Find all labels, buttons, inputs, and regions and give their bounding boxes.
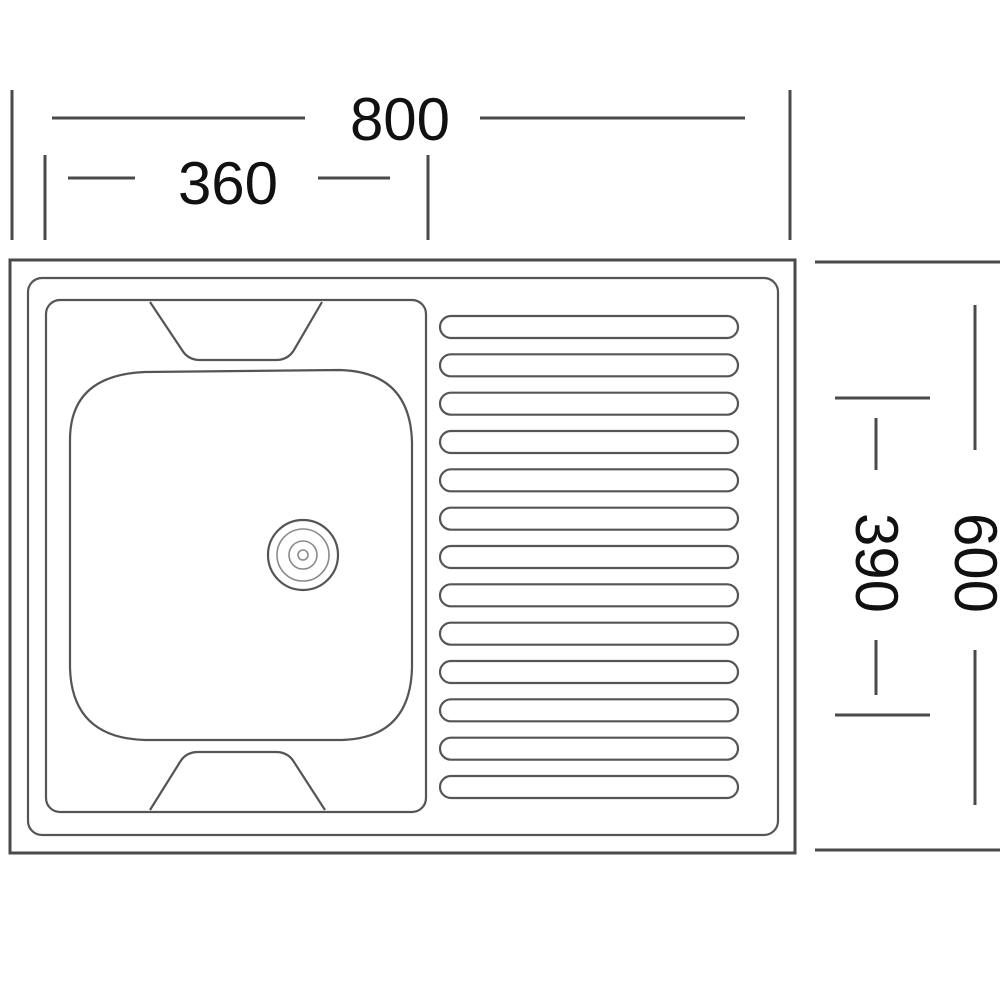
drain-center <box>297 549 309 561</box>
bowl-bottom-notch <box>149 750 326 811</box>
drainboard-rib <box>438 698 740 723</box>
overall-width-dimension: 800 <box>10 86 792 240</box>
drainboard-rib <box>438 314 740 340</box>
sink-outer-edge <box>8 258 797 855</box>
bowl-width-dimension: 360 <box>43 150 430 240</box>
bowl-height-label: 390 <box>843 513 910 613</box>
drainboard-rib <box>438 583 740 608</box>
drainboard-rib <box>438 429 740 455</box>
sink-inner-rim <box>26 276 780 837</box>
bowl-top-notch <box>149 301 323 362</box>
bowl-height-dimension: 390 <box>835 396 930 717</box>
drainboard-rib <box>438 659 740 685</box>
drain-strainer <box>288 540 318 570</box>
bowl-basin <box>68 368 414 742</box>
overall-width-label: 800 <box>350 86 450 153</box>
drainboard-rib <box>438 506 740 531</box>
drainboard-rib <box>438 353 740 378</box>
overall-depth-label: 600 <box>942 513 1000 613</box>
drainboard-rib <box>438 391 740 416</box>
sink <box>8 258 797 855</box>
bowl <box>44 298 428 814</box>
drain-icon <box>266 518 340 592</box>
overall-depth-dimension: 600 <box>815 260 1000 852</box>
bowl-width-label: 360 <box>178 150 278 217</box>
drainboard-rib <box>438 468 740 493</box>
drainboard-rib <box>438 621 740 646</box>
drain-inner-ring <box>276 528 330 582</box>
drainboard <box>438 314 740 800</box>
drainboard-rib <box>438 544 740 570</box>
drainboard-rib <box>438 774 740 800</box>
bowl-recess-outline <box>44 298 428 814</box>
drain-outer-ring <box>266 518 340 592</box>
drainboard-rib <box>438 736 740 761</box>
